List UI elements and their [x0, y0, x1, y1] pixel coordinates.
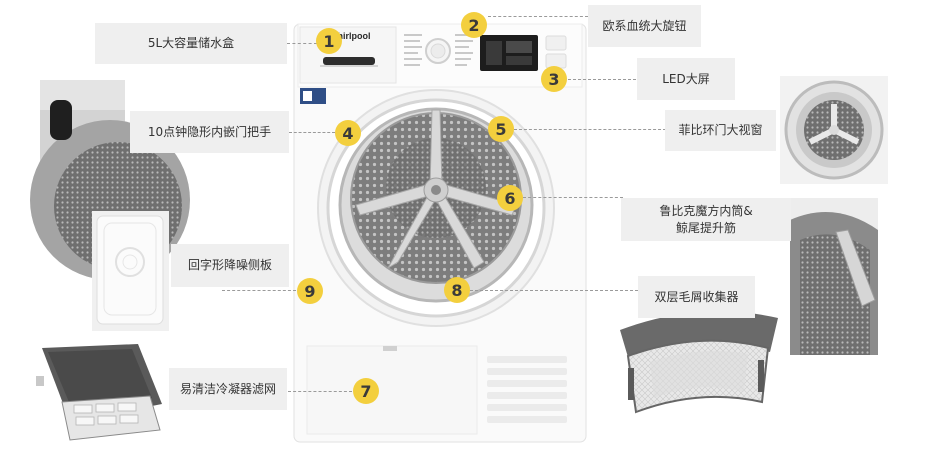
- vent-grille: [487, 356, 567, 423]
- program-list: [404, 34, 473, 66]
- feature-label-4: 10点钟隐形内嵌门把手: [130, 111, 289, 153]
- feature-label-9: 回字形降噪侧板: [171, 244, 289, 287]
- leader-line-8: [470, 290, 638, 291]
- feature-label-6: 鲁比克魔方内筒& 鲸尾提升筋: [621, 198, 791, 241]
- badge-9: 9: [297, 278, 323, 304]
- badge-1: 1: [316, 28, 342, 54]
- door-window-thumbnail: [780, 76, 888, 184]
- condenser-filter-thumbnail: [36, 344, 162, 441]
- side-panel-thumbnail: [92, 211, 169, 331]
- feature-label-6-line1: 鲁比克魔方内筒&: [659, 203, 753, 218]
- leader-line-5: [514, 129, 666, 130]
- badge-2: 2: [461, 12, 487, 38]
- leader-line-6: [523, 197, 623, 198]
- condenser-door: [306, 345, 478, 435]
- water-tank-drawer: [299, 26, 397, 84]
- feature-label-1: 5L大容量储水盒: [95, 23, 287, 64]
- feature-label-7: 易清洁冷凝器滤网: [169, 368, 287, 410]
- badge-4: 4: [335, 120, 361, 146]
- lint-filter-thumbnail: [620, 311, 778, 414]
- badge-3: 3: [541, 66, 567, 92]
- control-buttons: [545, 35, 567, 51]
- feature-label-5: 菲比环门大视窗: [665, 110, 776, 151]
- drawer-handle: [323, 57, 375, 65]
- drum-lifter-thumbnail: [790, 198, 878, 355]
- leader-line-9: [222, 290, 296, 291]
- badge-6: 6: [497, 185, 523, 211]
- brand-logo: Whirlpool: [329, 31, 371, 41]
- feature-label-3: LED大屏: [637, 58, 735, 100]
- badge-7: 7: [353, 378, 379, 404]
- drawer-handle-strip: [320, 65, 378, 67]
- feature-label-6-line2: 鲸尾提升筋: [675, 220, 736, 235]
- leader-line-2: [488, 16, 588, 17]
- badge-8: 8: [444, 277, 470, 303]
- badge-5: 5: [488, 116, 514, 142]
- feature-label-2: 欧系血统大旋钮: [588, 5, 701, 47]
- leader-line-7: [288, 391, 352, 392]
- feature-label-8: 双层毛屑收集器: [638, 276, 755, 318]
- leader-line-3: [568, 79, 636, 80]
- leader-line-4: [289, 132, 335, 133]
- leader-line-1: [287, 43, 317, 44]
- drum-lifters: [355, 109, 517, 270]
